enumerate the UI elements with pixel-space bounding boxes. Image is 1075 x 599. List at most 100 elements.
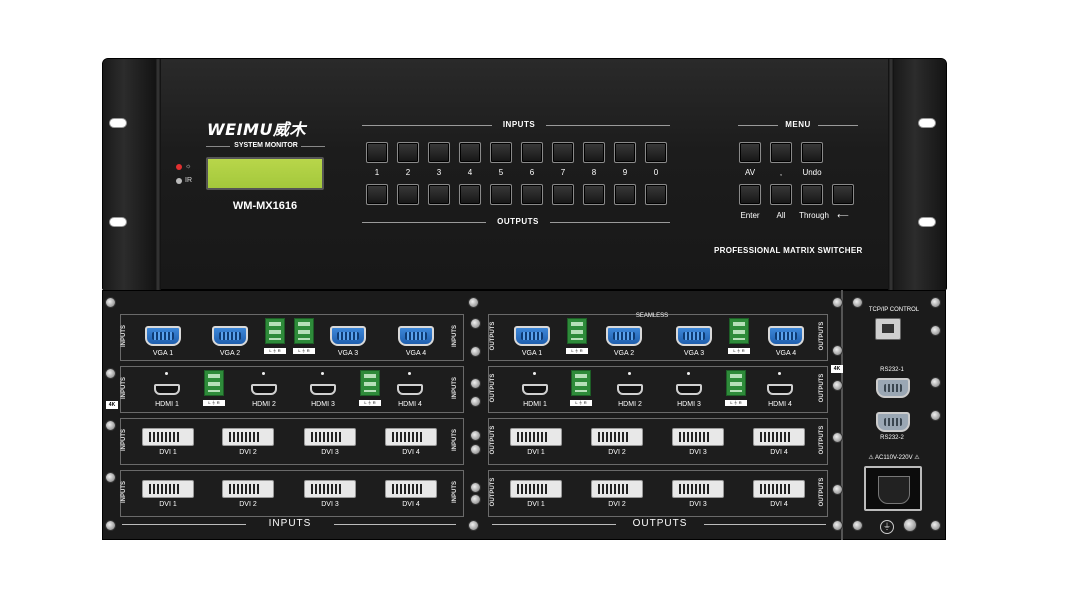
dvi-input-port[interactable] <box>222 480 274 498</box>
dvi-output-port[interactable] <box>510 428 562 446</box>
dvi-output-port[interactable] <box>672 480 724 498</box>
led-dot <box>165 372 168 375</box>
screw <box>832 520 843 531</box>
rs232-2-port[interactable] <box>876 412 910 432</box>
input-key-2[interactable] <box>397 142 419 163</box>
menu-key2-0[interactable] <box>739 184 761 205</box>
audio-terminal[interactable] <box>360 370 380 396</box>
card-inputs-label: INPUTS <box>121 325 127 348</box>
audio-terminal[interactable] <box>726 370 746 396</box>
output-key-2[interactable] <box>397 184 419 205</box>
mount-slot <box>109 217 127 227</box>
inputs-title: INPUTS <box>502 120 536 129</box>
screw <box>470 430 481 441</box>
hdmi-output-port[interactable] <box>617 384 643 395</box>
audio-terminal-label: L ⏚ R <box>566 348 588 354</box>
menu-key2-1[interactable] <box>770 184 792 205</box>
dvi-output-port[interactable] <box>591 428 643 446</box>
dvi-output-port[interactable] <box>510 480 562 498</box>
input-key-8[interactable] <box>583 142 605 163</box>
output-key-9[interactable] <box>614 184 636 205</box>
vga-output-port[interactable] <box>676 326 712 346</box>
input-key-1[interactable] <box>366 142 388 163</box>
screw <box>930 325 941 336</box>
hdmi-output-port[interactable] <box>676 384 702 395</box>
output-key-5[interactable] <box>490 184 512 205</box>
menu-key2-3[interactable] <box>832 184 854 205</box>
hdmi-input-label: HDMI 3 <box>311 401 335 408</box>
input-key-0[interactable] <box>645 142 667 163</box>
vga-output-port[interactable] <box>606 326 642 346</box>
dvi-output-label: DVI 1 <box>527 449 545 456</box>
input-key-4[interactable] <box>459 142 481 163</box>
inputs-bottom-title: INPUTS <box>268 518 312 529</box>
screw <box>468 520 479 531</box>
audio-terminal[interactable] <box>294 318 314 344</box>
card-inputs-label: INPUTS <box>121 429 127 452</box>
power-socket[interactable] <box>864 466 922 511</box>
output-key-3[interactable] <box>428 184 450 205</box>
dvi-output-port[interactable] <box>672 428 724 446</box>
input-key-9[interactable] <box>614 142 636 163</box>
card-outputs-label: OUTPUTS <box>490 477 496 507</box>
menu-key2-2[interactable] <box>801 184 823 205</box>
dvi-input-port[interactable] <box>304 480 356 498</box>
output-key-1[interactable] <box>366 184 388 205</box>
output-key-6[interactable] <box>521 184 543 205</box>
dvi-input-port[interactable] <box>142 428 194 446</box>
card-inputs-label: INPUTS <box>452 325 458 348</box>
rs232-1-port[interactable] <box>876 378 910 398</box>
dvi-input-port[interactable] <box>142 480 194 498</box>
dvi-input-port[interactable] <box>385 428 437 446</box>
hdmi-output-port[interactable] <box>522 384 548 395</box>
dvi-output-port[interactable] <box>753 480 805 498</box>
menu-key-0[interactable] <box>739 142 761 163</box>
audio-terminal[interactable] <box>265 318 285 344</box>
led-dot <box>321 372 324 375</box>
hdmi-input-label: HDMI 1 <box>155 401 179 408</box>
hdmi-output-port[interactable] <box>767 384 793 395</box>
dvi-output-label: DVI 2 <box>608 501 626 508</box>
input-key-6[interactable] <box>521 142 543 163</box>
dvi-output-label: DVI 1 <box>527 501 545 508</box>
rs232-2-label: RS232-2 <box>880 435 904 441</box>
ethernet-port[interactable] <box>875 318 901 340</box>
hdmi-input-port[interactable] <box>251 384 277 395</box>
input-key-5[interactable] <box>490 142 512 163</box>
input-key-3[interactable] <box>428 142 450 163</box>
vga-output-port[interactable] <box>768 326 804 346</box>
output-key-7[interactable] <box>552 184 574 205</box>
input-key-label: 7 <box>560 168 566 177</box>
input-key-7[interactable] <box>552 142 574 163</box>
dvi-output-port[interactable] <box>591 480 643 498</box>
menu-title: MENU <box>785 120 811 129</box>
vga-input-port[interactable] <box>330 326 366 346</box>
menu-key-2[interactable] <box>801 142 823 163</box>
output-key-4[interactable] <box>459 184 481 205</box>
dvi-output-port[interactable] <box>753 428 805 446</box>
sun-icon: ☼ <box>185 163 192 170</box>
audio-terminal[interactable] <box>567 318 587 344</box>
dvi-input-port[interactable] <box>304 428 356 446</box>
output-key-8[interactable] <box>583 184 605 205</box>
led-dot <box>628 372 631 375</box>
vga-input-port[interactable] <box>212 326 248 346</box>
rack-ear-right <box>894 59 946 291</box>
dvi-input-port[interactable] <box>385 480 437 498</box>
vga-input-port[interactable] <box>398 326 434 346</box>
red-led-icon <box>176 163 182 170</box>
menu-key-1[interactable] <box>770 142 792 163</box>
hdmi-input-port[interactable] <box>397 384 423 395</box>
hdmi-input-port[interactable] <box>310 384 336 395</box>
screw <box>470 346 481 357</box>
audio-terminal[interactable] <box>204 370 224 396</box>
audio-terminal[interactable] <box>571 370 591 396</box>
hdmi-input-port[interactable] <box>154 384 180 395</box>
vga-input-label: VGA 3 <box>337 350 359 357</box>
dvi-input-port[interactable] <box>222 428 274 446</box>
audio-terminal[interactable] <box>729 318 749 344</box>
vga-output-port[interactable] <box>514 326 550 346</box>
vga-input-port[interactable] <box>145 326 181 346</box>
hdmi-output-label: HDMI 2 <box>618 401 642 408</box>
output-key-0[interactable] <box>645 184 667 205</box>
